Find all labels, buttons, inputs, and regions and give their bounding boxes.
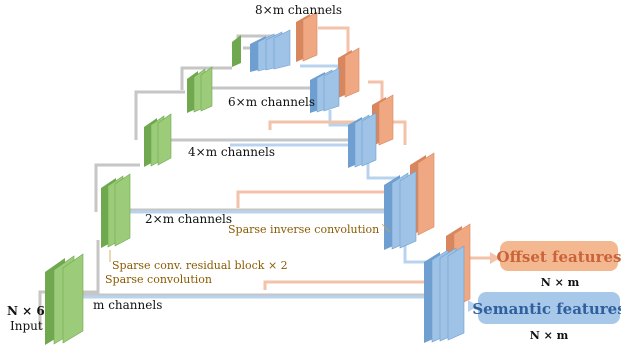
label-m-channels: m channels xyxy=(93,298,162,312)
encoder-block-2m xyxy=(101,173,131,248)
annotation-leaders xyxy=(109,223,391,262)
label-6m-channels: 6×m channels xyxy=(228,95,315,109)
label-2m-channels: 2×m channels xyxy=(145,212,232,226)
offset-arrowhead xyxy=(490,252,500,264)
orange-line-2 xyxy=(368,80,384,100)
encoder-blocks xyxy=(45,35,241,345)
semantic-features-label: Semantic features xyxy=(472,300,621,318)
offset-features-label: Offset features xyxy=(497,248,621,266)
label-input-size: N × 6 xyxy=(7,304,45,318)
gray-line-level2 xyxy=(134,90,185,140)
decoder-blocks xyxy=(250,11,471,343)
decoder-block-4m xyxy=(348,94,394,168)
orange-line-3 xyxy=(268,120,407,145)
decoder-block-m xyxy=(424,223,471,343)
label-sparse-residual: Sparse conv. residual block × 2 xyxy=(112,259,288,272)
decoder-block-6m xyxy=(310,47,360,113)
decoder-block-2m xyxy=(384,152,435,250)
label-4m-channels: 4×m channels xyxy=(188,145,275,159)
label-offset-size: N × m xyxy=(541,276,580,289)
blue-line-3 xyxy=(366,158,400,180)
semantic-features-box xyxy=(478,292,620,324)
label-sparse-inverse-conv: Sparse inverse convolution xyxy=(228,223,379,236)
label-input: Input xyxy=(10,319,43,333)
offset-features-box xyxy=(500,241,618,271)
label-8m-channels: 8×m channels xyxy=(255,3,342,17)
encoder-block-6m xyxy=(187,66,213,113)
encoder-block-4m xyxy=(144,113,172,167)
orange-line-1 xyxy=(318,26,350,56)
semantic-arrowhead xyxy=(468,300,478,312)
orange-line-5 xyxy=(263,240,452,290)
encoder-block-8m xyxy=(232,35,241,67)
gray-line-level1 xyxy=(94,163,140,212)
label-semantic-size: N × m xyxy=(530,329,569,342)
label-sparse-conv: Sparse convolution xyxy=(105,273,212,286)
decoder-block-8m xyxy=(250,11,318,72)
gray-line-level3 xyxy=(180,66,232,90)
encoder-block-m xyxy=(45,253,84,345)
